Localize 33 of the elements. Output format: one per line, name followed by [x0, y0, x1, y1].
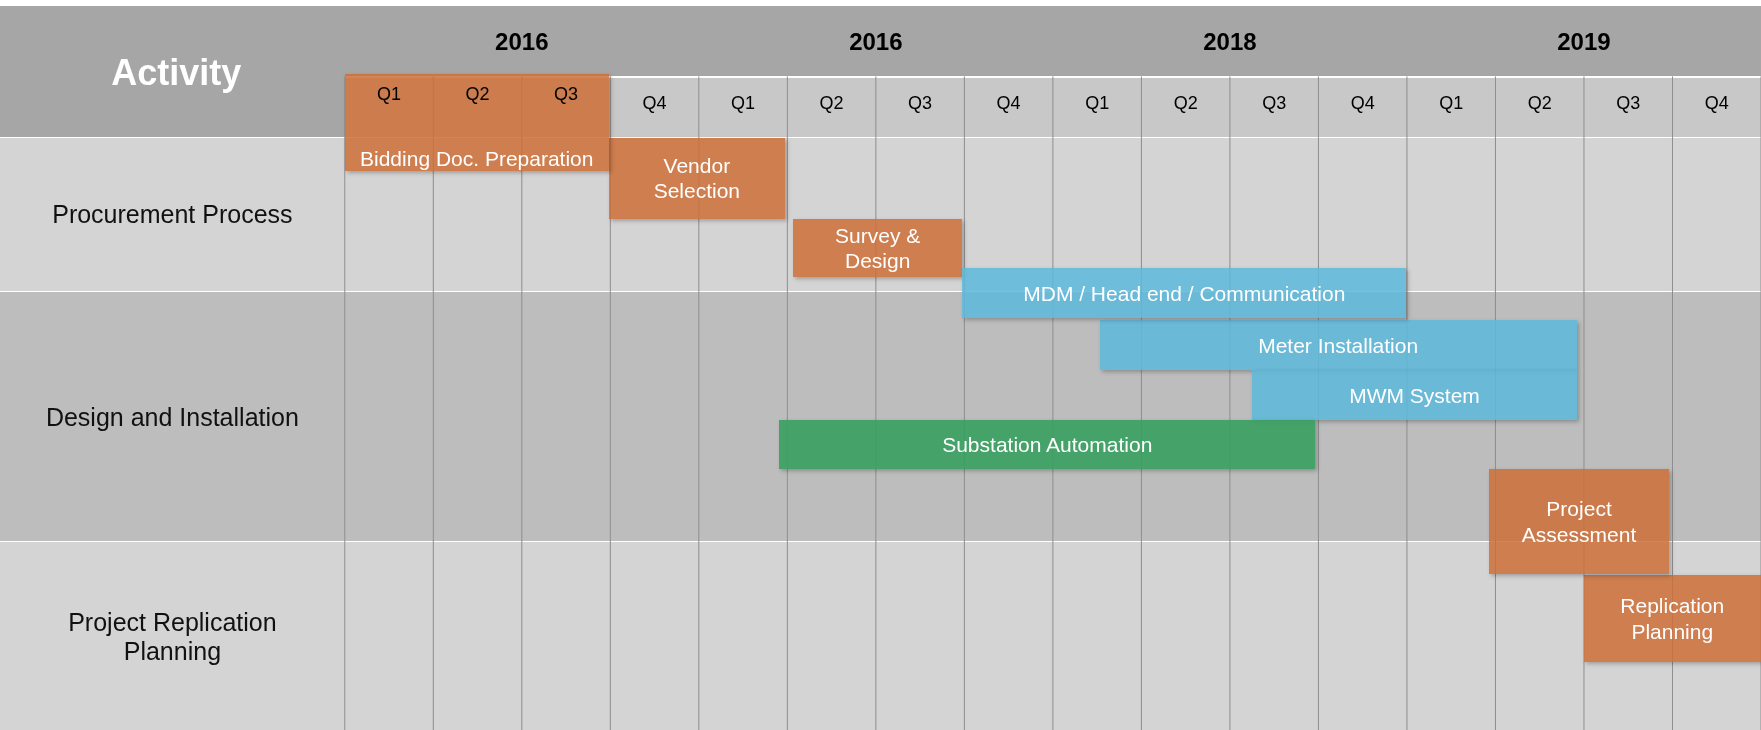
quarter-label: Q2 — [465, 83, 490, 105]
quarter-label: Q2 — [1527, 92, 1552, 114]
task-bar: MDM / Head end / Communication — [962, 268, 1407, 318]
quarter-label: Q1 — [377, 83, 402, 105]
row-band — [0, 541, 1761, 730]
quarter-label: Q4 — [1704, 92, 1729, 114]
quarter-label: Q1 — [1439, 92, 1464, 114]
row-label: Project Replication Planning — [67, 606, 278, 667]
task-bar: Meter Installation — [1099, 319, 1577, 371]
task-bar: Replication Planning — [1583, 574, 1761, 663]
quarter-label: Q1 — [1085, 92, 1110, 114]
quarter-label: Q2 — [1173, 92, 1198, 114]
row-label: Procurement Process — [51, 199, 294, 231]
quarter-label: Q4 — [642, 92, 667, 114]
year-label: 2018 — [1203, 27, 1257, 56]
quarter-label: Q2 — [819, 92, 844, 114]
year-label: 2016 — [849, 27, 903, 56]
quarter-label: Q3 — [1616, 92, 1641, 114]
task-bar: Project Assessment — [1489, 469, 1669, 574]
task-bar: Survey & Design — [792, 218, 963, 278]
year-label: 2019 — [1557, 27, 1611, 56]
task-bar: Vendor Selection — [608, 138, 785, 219]
row-label: Design and Installation — [44, 401, 300, 433]
quarter-label: Q1 — [731, 92, 756, 114]
quarter-label: Q3 — [554, 83, 579, 105]
quarter-label: Q3 — [908, 92, 933, 114]
quarter-label: Q4 — [1350, 92, 1375, 114]
column-header: Activity — [111, 52, 242, 94]
quarter-label: Q4 — [996, 92, 1021, 114]
task-bar: MWM System — [1252, 370, 1577, 420]
year-label: 2016 — [495, 27, 549, 56]
task-bar: Substation Automation — [779, 419, 1316, 470]
quarter-label: Q3 — [1262, 92, 1287, 114]
